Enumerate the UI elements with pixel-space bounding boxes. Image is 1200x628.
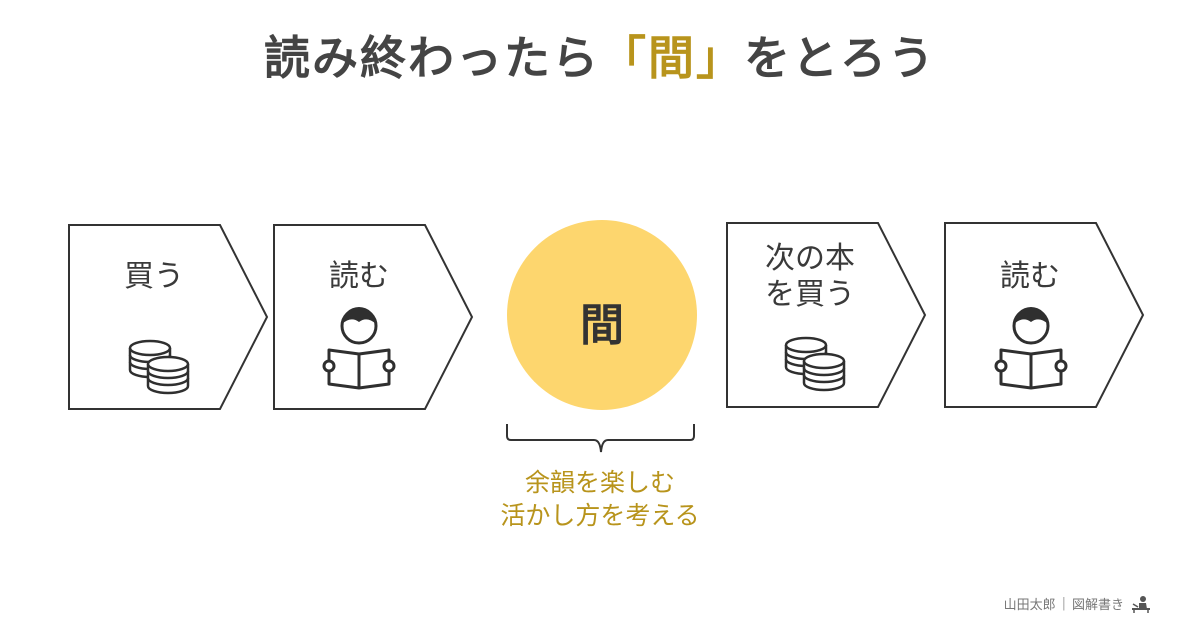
writer-logo-icon [1132, 595, 1150, 613]
credit: 山田太郎 | 図解書き [1004, 594, 1152, 613]
brace [506, 424, 695, 453]
caption-line-2: 活かし方を考える [500, 501, 700, 530]
credit-author: 山田太郎 [1003, 598, 1056, 613]
title-accent: 「間」 [600, 31, 744, 85]
step-label-read-again: 読む [1000, 259, 1060, 294]
caption: 余韻を楽しむ 活かし方を考える [450, 466, 750, 532]
step-label-buy-next-line1: 次の本 [765, 241, 855, 276]
pause-circle [507, 220, 697, 410]
step-box-buy [68, 224, 269, 410]
page-title: 読み終わったら「間」をとろう [0, 22, 1200, 88]
circle-label-pause: 間 [580, 300, 624, 351]
credit-brand: 図解書き [1071, 598, 1124, 613]
step-label-buy-next: 次の本 を買う [740, 241, 880, 313]
credit-separator: | [1061, 596, 1066, 611]
step-label-buy-next-line2: を買う [765, 277, 855, 312]
title-tail: をとろう [744, 31, 936, 85]
step-label-read: 読む [329, 259, 389, 294]
caption-line-1: 余韻を楽しむ [524, 468, 675, 497]
step-label-buy: 買う [124, 259, 184, 294]
title-main: 読み終わったら [264, 31, 600, 85]
step-box-buy-next [726, 222, 927, 408]
